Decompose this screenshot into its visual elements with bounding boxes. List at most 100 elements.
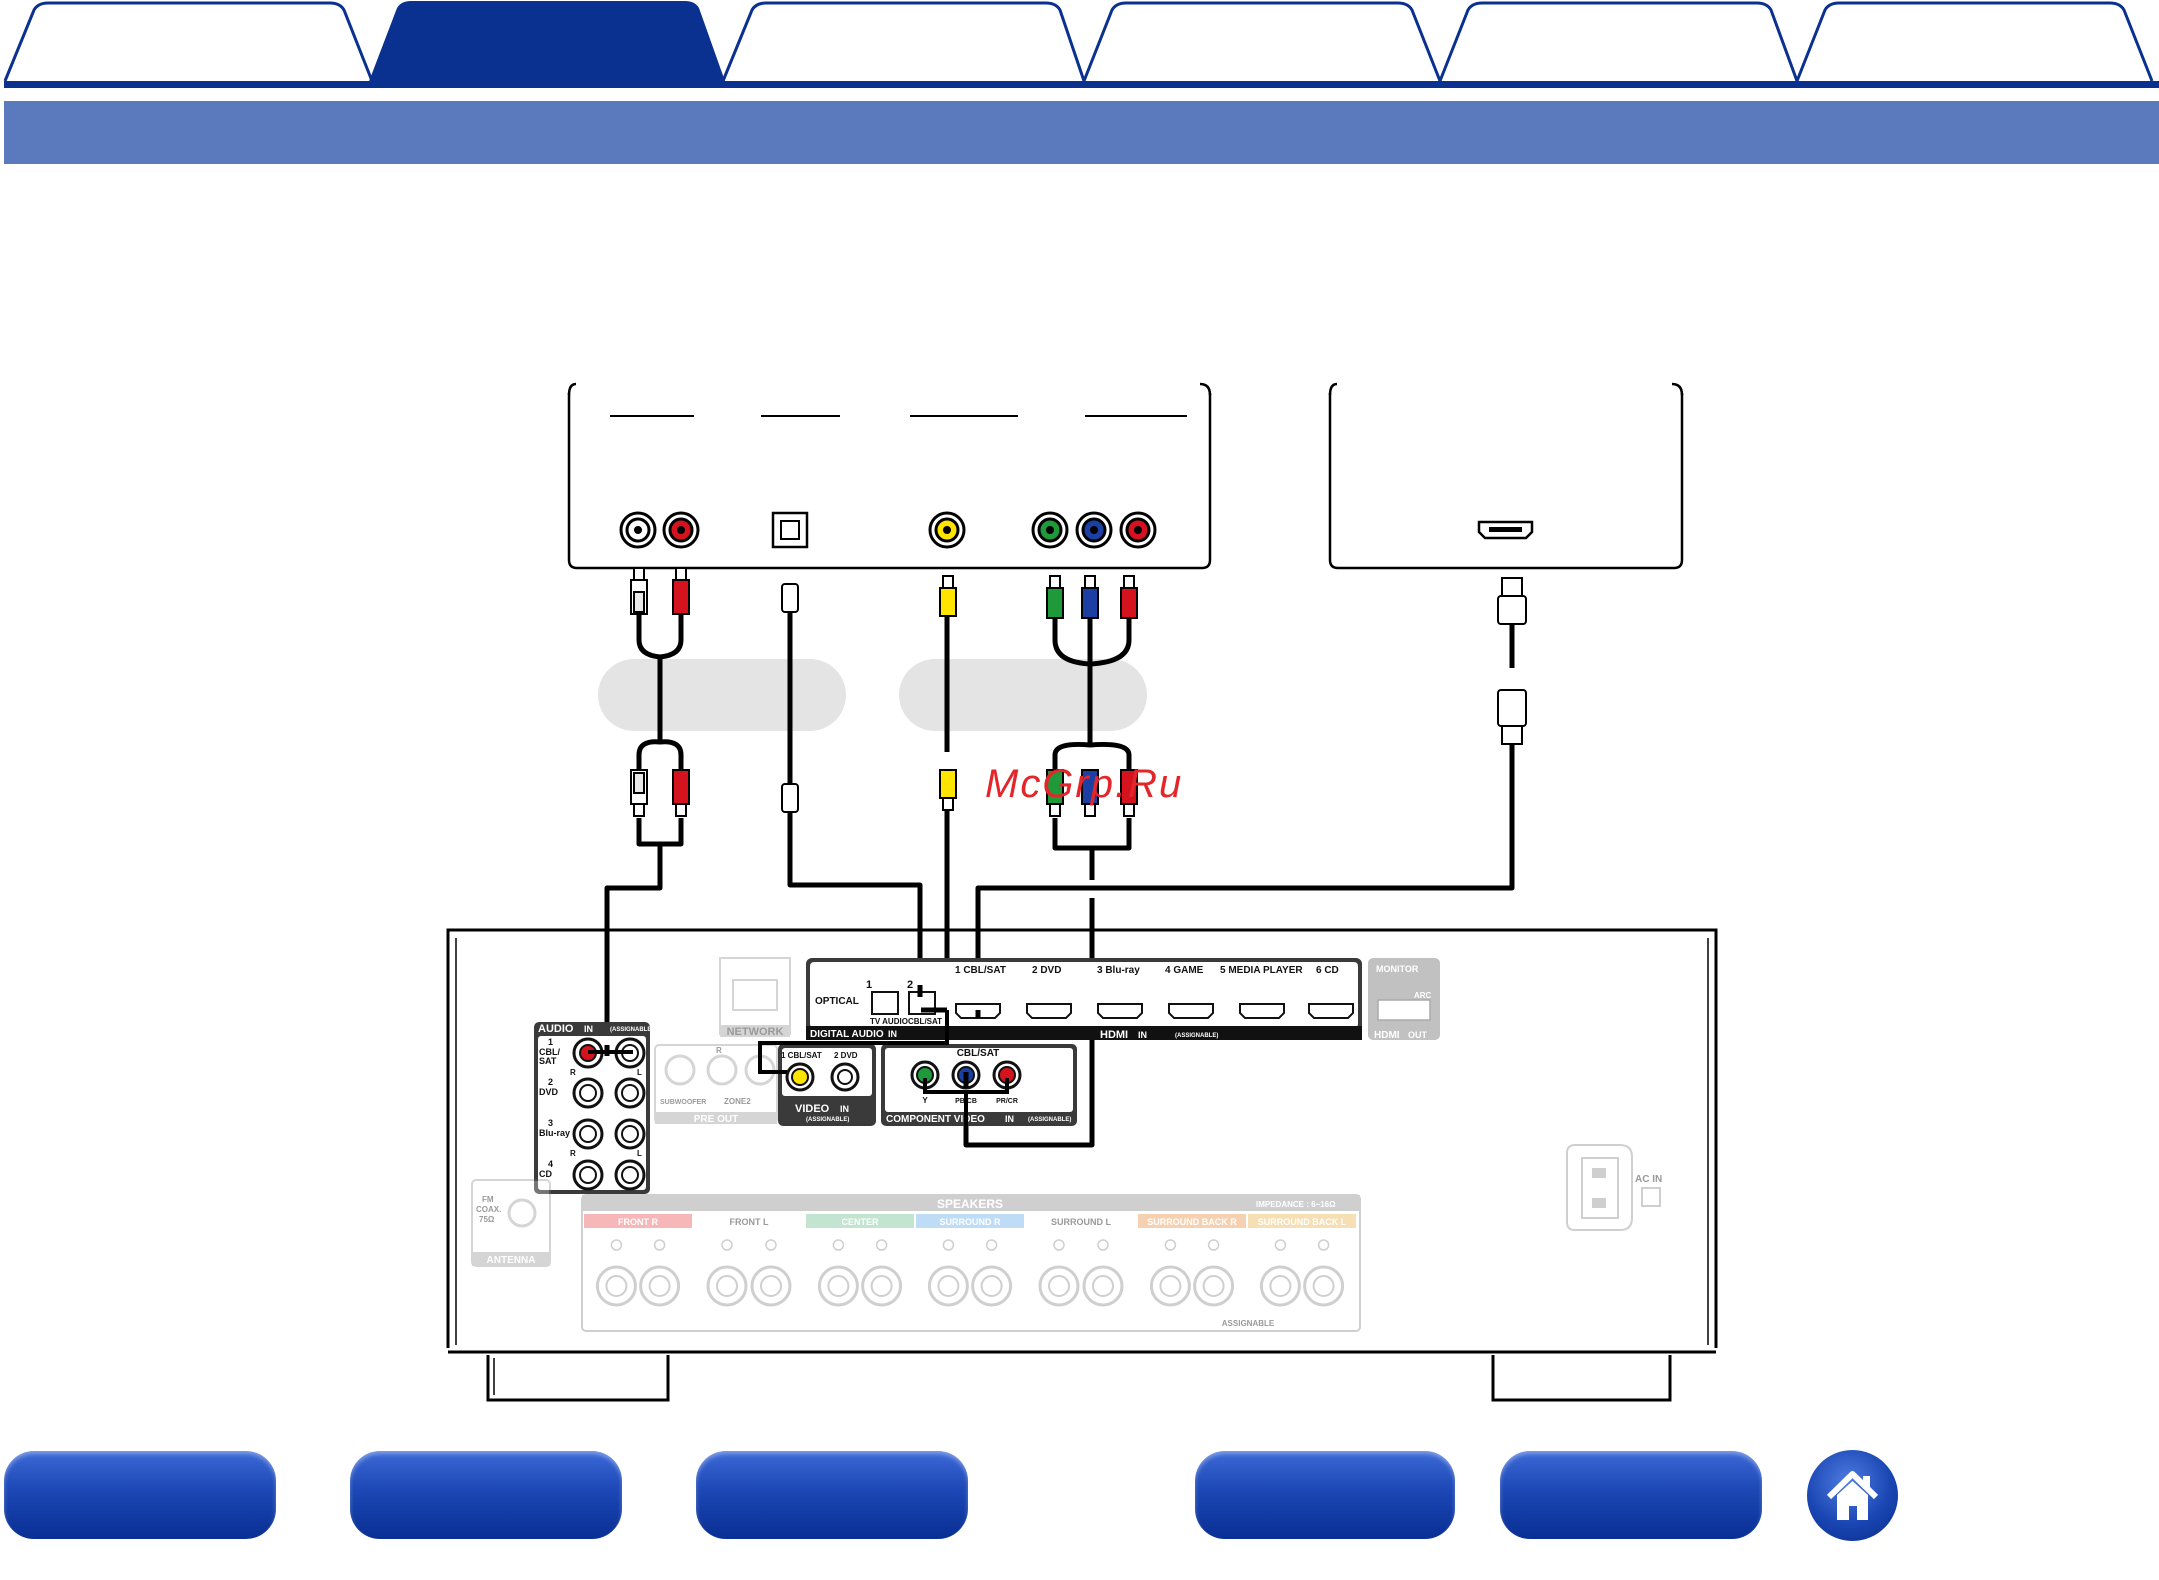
home-icon	[1826, 1471, 1879, 1520]
nav-button-2[interactable]	[350, 1451, 622, 1539]
hdmi-out-panel	[1368, 958, 1440, 1040]
speaker-header-bg-1	[584, 1214, 692, 1228]
ac-in-socket	[1566, 1144, 1661, 1231]
av-receiver: NETWORK OPTICAL 1 2 TV AUDIO CBL/SAT DIG…	[446, 928, 1718, 1402]
optical-cbl-sat-label: CBL/SAT	[908, 1017, 942, 1026]
component-in-tag: IN	[1005, 1114, 1014, 1124]
watermark: McGrp.Ru	[985, 762, 1184, 806]
audio-source-num-4: 4	[548, 1159, 553, 1169]
audio-source-name-4: CD	[539, 1169, 552, 1179]
audio-source-name-3: Blu-ray	[539, 1128, 570, 1138]
tab-6[interactable]	[1797, 0, 2153, 84]
speaker-header-bg-2	[694, 1214, 804, 1228]
hdmi-in-port-2	[1026, 1003, 1072, 1019]
audio-source-num-3: 3	[548, 1118, 553, 1128]
speakers-panel	[581, 1194, 1361, 1332]
hdmi-in-label: HDMI	[1100, 1029, 1128, 1041]
fm-label: FM	[482, 1195, 494, 1204]
optical-2-num: 2	[907, 979, 913, 991]
pre-out-panel	[654, 1044, 778, 1124]
antenna-panel	[471, 1179, 551, 1267]
source-component-y-jack	[1031, 511, 1069, 549]
tab-1[interactable]	[5, 0, 371, 84]
antenna-label: ANTENNA	[487, 1255, 536, 1266]
hdmi-in-tag: IN	[1138, 1030, 1147, 1040]
audio-l-label: L	[637, 1149, 642, 1158]
source-audio-jack-r	[662, 511, 700, 549]
optical-1-num: 1	[866, 979, 872, 991]
speaker-assignable-label: ASSIGNABLE	[1222, 1319, 1275, 1328]
speaker-channel-2: FRONT L	[730, 1217, 769, 1227]
nav-button-4[interactable]	[1195, 1451, 1455, 1539]
pre-out-label: PRE OUT	[694, 1114, 738, 1125]
hdmi-assignable-label: (ASSIGNABLE)	[1175, 1033, 1218, 1039]
cable-label-placeholder-audio	[598, 659, 846, 731]
coax-label: COAX.	[476, 1205, 501, 1214]
audio-source-num-1: 1	[548, 1037, 553, 1047]
speaker-channel-6: SURROUND BACK R	[1147, 1217, 1237, 1227]
hdmi-in-label-3: 3 Blu-ray	[1097, 965, 1140, 976]
source-audio-jack-l	[619, 511, 657, 549]
hdmi-in-label-2: 2 DVD	[1032, 965, 1061, 976]
audio-assignable-label: (ASSIGNABLE)	[610, 1027, 653, 1033]
audio-source-name-1: CBL/	[539, 1047, 560, 1057]
speaker-channel-3: CENTER	[841, 1217, 879, 1227]
nav-button-3[interactable]	[696, 1451, 968, 1539]
home-button[interactable]	[1807, 1450, 1898, 1541]
source-video-jack	[928, 511, 966, 549]
section-header-bar	[4, 101, 2159, 164]
network-label: NETWORK	[727, 1026, 784, 1038]
optical-1-port	[871, 991, 899, 1015]
speaker-header-bg-4	[916, 1214, 1024, 1228]
monitor-label: MONITOR	[1376, 964, 1419, 974]
video-dvd-label: 2 DVD	[834, 1051, 858, 1060]
speaker-channel-7: SURROUND BACK L	[1258, 1217, 1347, 1227]
speaker-header-bg-5	[1026, 1214, 1136, 1228]
component-assignable-label: (ASSIGNABLE)	[1028, 1117, 1071, 1123]
network-port	[719, 957, 791, 1037]
source-component-pb-jack	[1075, 511, 1113, 549]
impedance-label: IMPEDANCE : 6~16Ω	[1256, 1200, 1336, 1209]
source-device	[567, 382, 1212, 570]
audio-r-label: R	[570, 1149, 576, 1158]
hdmi-in-port-3	[1097, 1003, 1143, 1019]
video-in-label: VIDEO	[795, 1103, 830, 1115]
tv-hdmi-jack	[1477, 520, 1534, 540]
tab-2-active[interactable]	[370, 0, 724, 84]
subwoofer-label: SUBWOOFER	[660, 1099, 706, 1106]
component-y-label: Y	[922, 1096, 928, 1105]
tab-5[interactable]	[1440, 0, 1797, 84]
ac-in-label: AC IN	[1635, 1174, 1662, 1185]
tab-bar	[0, 0, 2159, 90]
cable-label-placeholder-video	[899, 659, 1147, 731]
hdmi-out-tag: OUT	[1408, 1030, 1428, 1040]
speaker-channel-1: FRONT R	[618, 1217, 658, 1227]
optical-label: OPTICAL	[815, 996, 859, 1007]
component-pr-label: PR/CR	[996, 1098, 1018, 1105]
speaker-header-bg-6	[1138, 1214, 1246, 1228]
hdmi-in-port-4	[1168, 1003, 1214, 1019]
nav-button-5[interactable]	[1500, 1451, 1762, 1539]
tab-4[interactable]	[1084, 0, 1440, 84]
audio-source-name-1: SAT	[539, 1056, 557, 1066]
audio-in-label: AUDIO	[538, 1023, 574, 1035]
audio-in-tag: IN	[584, 1024, 593, 1034]
ohm-label: 75Ω	[479, 1215, 495, 1224]
hdmi-in-port-6	[1308, 1003, 1354, 1019]
cable-plugs	[630, 567, 1527, 817]
speaker-channel-5: SURROUND L	[1051, 1217, 1112, 1227]
speaker-header-bg-7	[1248, 1214, 1356, 1228]
hdmi-in-label-1: 1 CBL/SAT	[955, 965, 1006, 976]
tv-device	[1328, 382, 1684, 570]
tab-3[interactable]	[724, 0, 1084, 84]
hdmi-in-port-5	[1239, 1003, 1285, 1019]
nav-button-1[interactable]	[4, 1451, 276, 1539]
audio-source-num-2: 2	[548, 1077, 553, 1087]
zone2-r-label: R	[716, 1046, 722, 1055]
speaker-header-bg-3	[806, 1214, 914, 1228]
hdmi-in-label-4: 4 GAME	[1165, 965, 1204, 976]
arc-label: ARC	[1414, 991, 1432, 1000]
optical-tv-audio-label: TV AUDIO	[870, 1017, 908, 1026]
digital-audio-in-label: DIGITAL AUDIO	[810, 1029, 884, 1040]
